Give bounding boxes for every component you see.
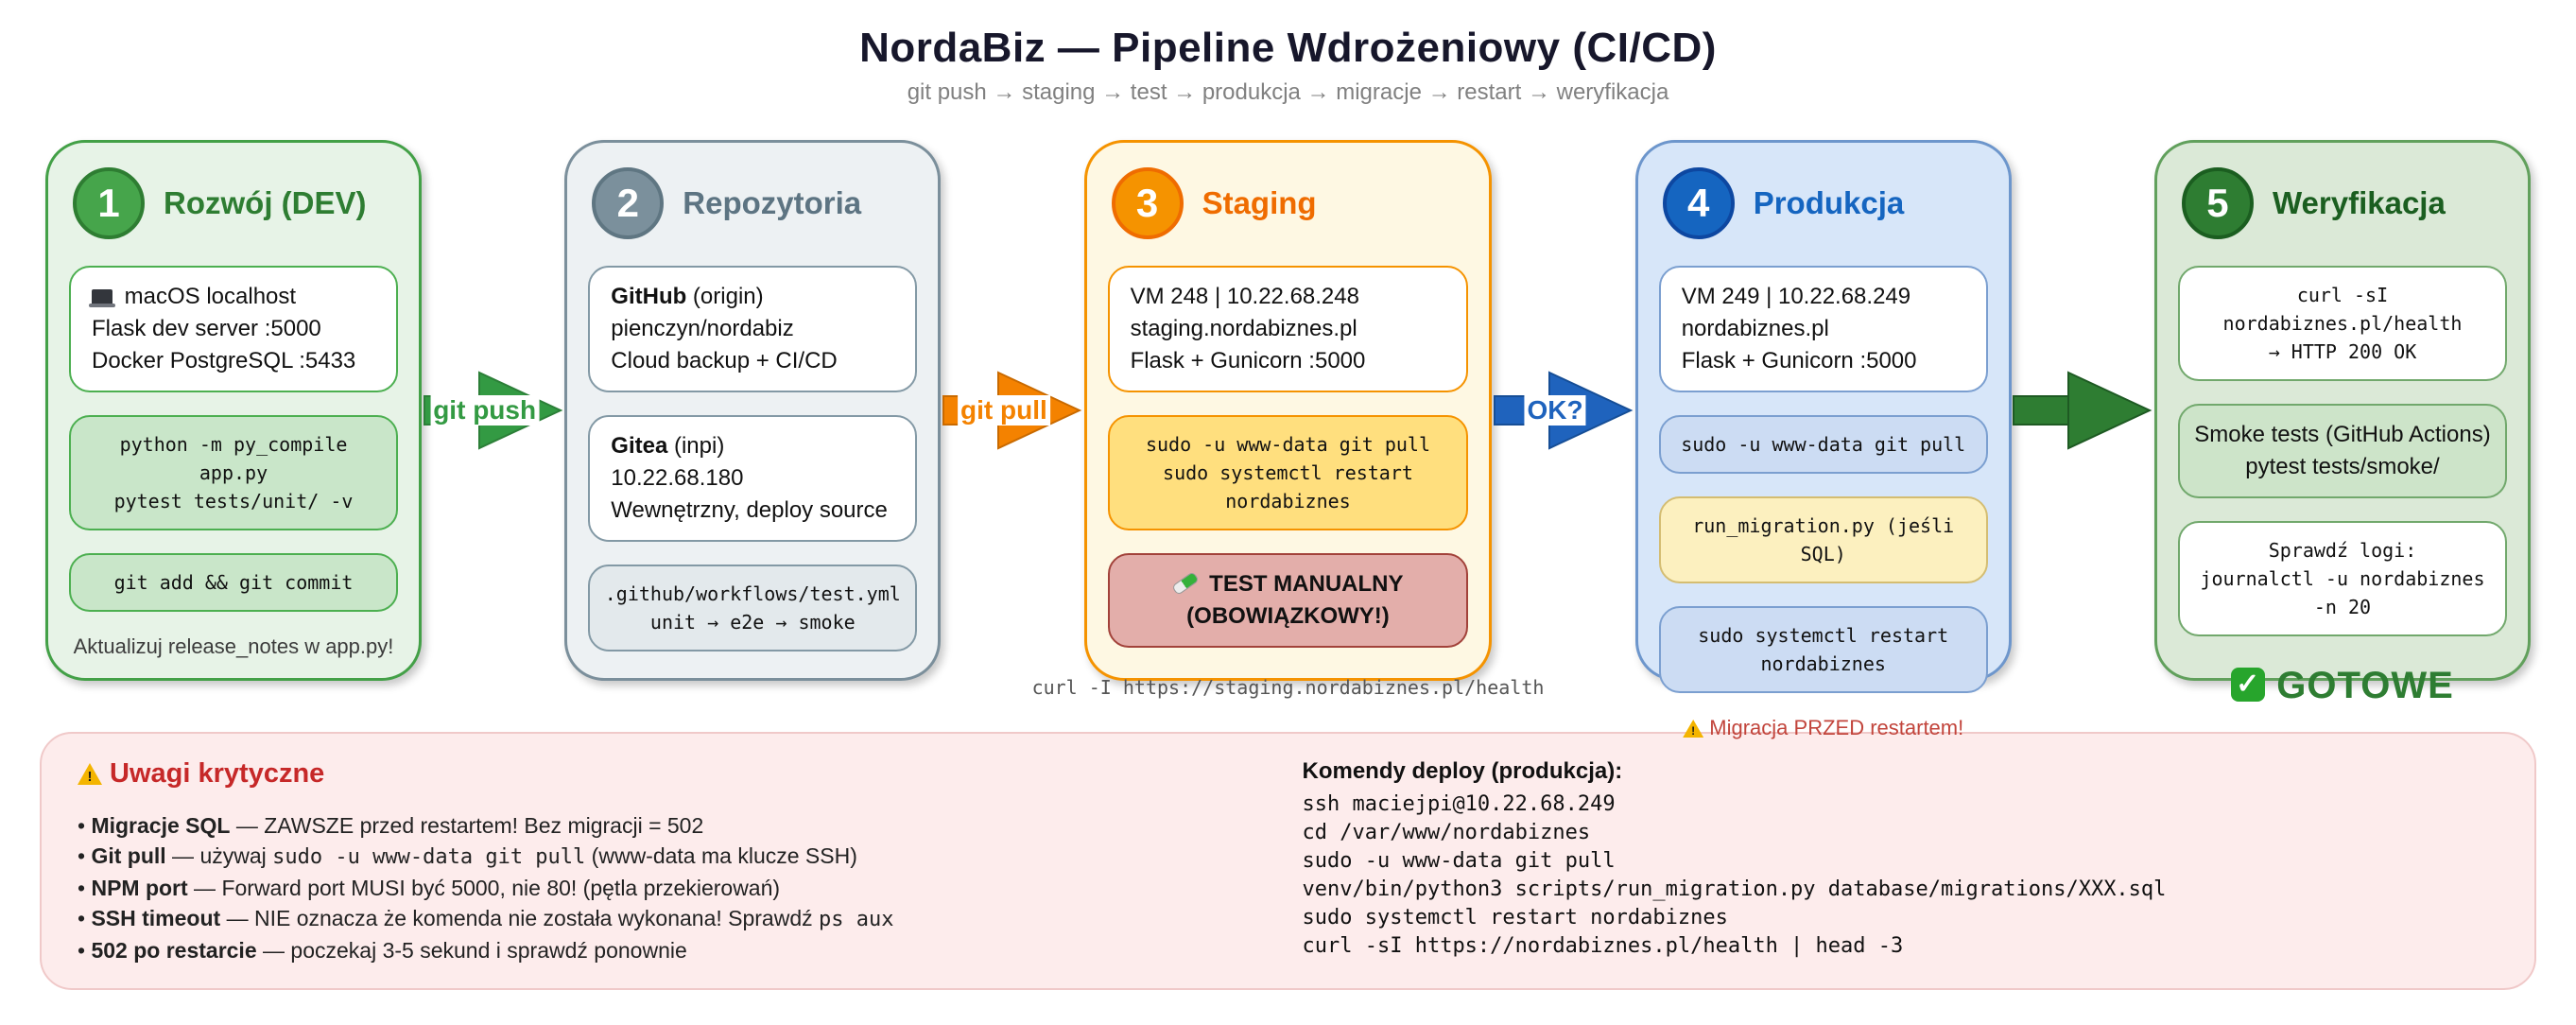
check-icon bbox=[2231, 668, 2266, 702]
stage-3-box-3: TEST MANUALNY(OBOWIĄZKOWY!) bbox=[1107, 553, 1469, 648]
flow-arrow-4 bbox=[2012, 365, 2153, 456]
stage-4-title: Produkcja bbox=[1753, 185, 1905, 220]
flow-arrow-3-label: OK? bbox=[1524, 395, 1586, 426]
deploy-command-3: sudo -u www-data git pull bbox=[1302, 849, 1616, 873]
warn-icon bbox=[1683, 720, 1704, 738]
critical-notes-title: Uwagi krytyczne bbox=[78, 758, 1274, 790]
stage-4-box-3: run_migration.py (jeśli SQL) bbox=[1658, 496, 1988, 583]
stage-3-note: curl -I https://staging.nordabiznes.pl/h… bbox=[1031, 676, 1545, 699]
page-header: NordaBiz — Pipeline Wdrożeniowy (CI/CD) … bbox=[0, 25, 2576, 106]
deploy-command-5: sudo systemctl restart nordabiznes bbox=[1302, 906, 1728, 929]
critical-notes-column: Uwagi krytyczne Migracje SQL — ZAWSZE pr… bbox=[78, 758, 1274, 965]
warn-icon bbox=[78, 763, 102, 785]
stage-5-header: 5 Weryfikacja bbox=[2181, 167, 2507, 239]
critical-note-3: NPM port — Forward port MUSI być 5000, n… bbox=[78, 873, 1274, 903]
stage-5-title: Weryfikacja bbox=[2272, 185, 2446, 220]
deploy-commands-header: Komendy deploy (produkcja): bbox=[1302, 758, 1623, 784]
laptop-icon bbox=[89, 289, 115, 307]
stage-1-box-3: git add && git commit bbox=[69, 553, 398, 612]
stage-1-number-badge: 1 bbox=[73, 167, 145, 239]
stage-2-number-badge: 2 bbox=[592, 167, 665, 239]
stage-2-header: 2 Repozytoria bbox=[592, 167, 917, 239]
deploy-commands-column: Komendy deploy (produkcja): ssh maciejpi… bbox=[1303, 758, 2499, 965]
flow-arrow-2-label: git pull bbox=[958, 395, 1050, 426]
critical-note-4: SSH timeout — NIE oznacza że komenda nie… bbox=[78, 903, 1274, 935]
critical-note-2: Git pull — używaj sudo -u www-data git p… bbox=[78, 841, 1274, 873]
flow-arrow-1: git push bbox=[423, 365, 564, 456]
arrow-right-icon bbox=[2013, 371, 2152, 450]
tube-icon bbox=[1171, 571, 1201, 596]
deploy-command-1: ssh maciejpi@10.22.68.249 bbox=[1302, 792, 1616, 816]
critical-note-1: Migracje SQL — ZAWSZE przed restartem! B… bbox=[78, 810, 1274, 841]
deploy-command-6: curl -sI https://nordabiznes.pl/health |… bbox=[1302, 934, 1904, 958]
stage-3-title: Staging bbox=[1202, 185, 1317, 220]
stage-1-header: 1 Rozwój (DEV) bbox=[73, 167, 398, 239]
stage-4-box-4: sudo systemctl restart nordabiznes bbox=[1658, 606, 1988, 693]
stage-4-header: 4 Produkcja bbox=[1662, 167, 1988, 239]
stage-5-box-2: Smoke tests (GitHub Actions)pytest tests… bbox=[2177, 404, 2507, 498]
critical-notes-panel: Uwagi krytyczne Migracje SQL — ZAWSZE pr… bbox=[40, 732, 2536, 990]
page-title: NordaBiz — Pipeline Wdrożeniowy (CI/CD) bbox=[859, 25, 1717, 71]
flow-arrow-2: git pull bbox=[942, 365, 1083, 456]
deploy-commands-list: ssh maciejpi@10.22.68.249 cd /var/www/nor… bbox=[1303, 790, 2499, 961]
stage-2-title: Repozytoria bbox=[683, 185, 862, 220]
critical-note-5: 502 po restarcie — poczekaj 3-5 sekund i… bbox=[78, 935, 1274, 965]
stage-1-note: Aktualizuj release_notes w app.py! bbox=[73, 634, 394, 658]
stage-4-number-badge: 4 bbox=[1662, 167, 1735, 239]
stage-5-note: GOTOWE bbox=[2178, 665, 2507, 707]
stage-1-title: Rozwój (DEV) bbox=[164, 185, 367, 220]
flow-arrow-1-label: git push bbox=[430, 395, 540, 426]
flow-arrow-3: OK? bbox=[1493, 365, 1634, 456]
stage-5-box-3: Sprawdź logi:journalctl -u nordabiznes -… bbox=[2177, 521, 2507, 636]
critical-notes-list: Migracje SQL — ZAWSZE przed restartem! B… bbox=[78, 810, 1274, 965]
deploy-command-2: cd /var/www/nordabiznes bbox=[1302, 821, 1591, 844]
stage-4-note: Migracja PRZED restartem! bbox=[1659, 716, 1988, 740]
stage-3-number-badge: 3 bbox=[1111, 167, 1184, 239]
deploy-command-4: venv/bin/python3 scripts/run_migration.p… bbox=[1302, 877, 2167, 901]
stage-4-box-2: sudo -u www-data git pull bbox=[1658, 415, 1988, 474]
stage-5-number-badge: 5 bbox=[2181, 167, 2254, 239]
page-subtitle: git push → staging → test → produkcja → … bbox=[907, 79, 1669, 105]
stage-3-header: 3 Staging bbox=[1111, 167, 1469, 239]
